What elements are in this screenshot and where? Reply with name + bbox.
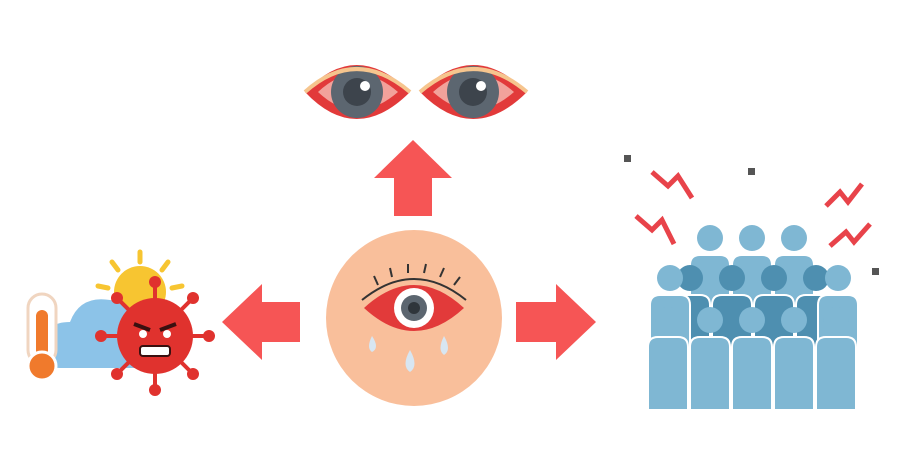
crowd-icon — [647, 225, 859, 411]
arrow-up — [374, 140, 452, 216]
person-icon — [689, 307, 731, 411]
person-icon — [815, 307, 857, 411]
thermometer-icon — [26, 292, 58, 382]
right-eye — [418, 65, 529, 119]
teary-eye-icon — [326, 230, 502, 406]
person-icon — [773, 307, 815, 411]
person-icon — [731, 307, 773, 411]
red-eyes-icon — [303, 65, 529, 119]
arrow-right — [516, 284, 596, 360]
stress-lines — [634, 170, 872, 248]
weather-virus-icon — [26, 249, 215, 396]
person-icon — [647, 307, 689, 411]
specks — [624, 155, 879, 275]
virus-icon — [95, 276, 215, 396]
left-eye — [303, 65, 412, 119]
arrow-left — [222, 284, 300, 360]
